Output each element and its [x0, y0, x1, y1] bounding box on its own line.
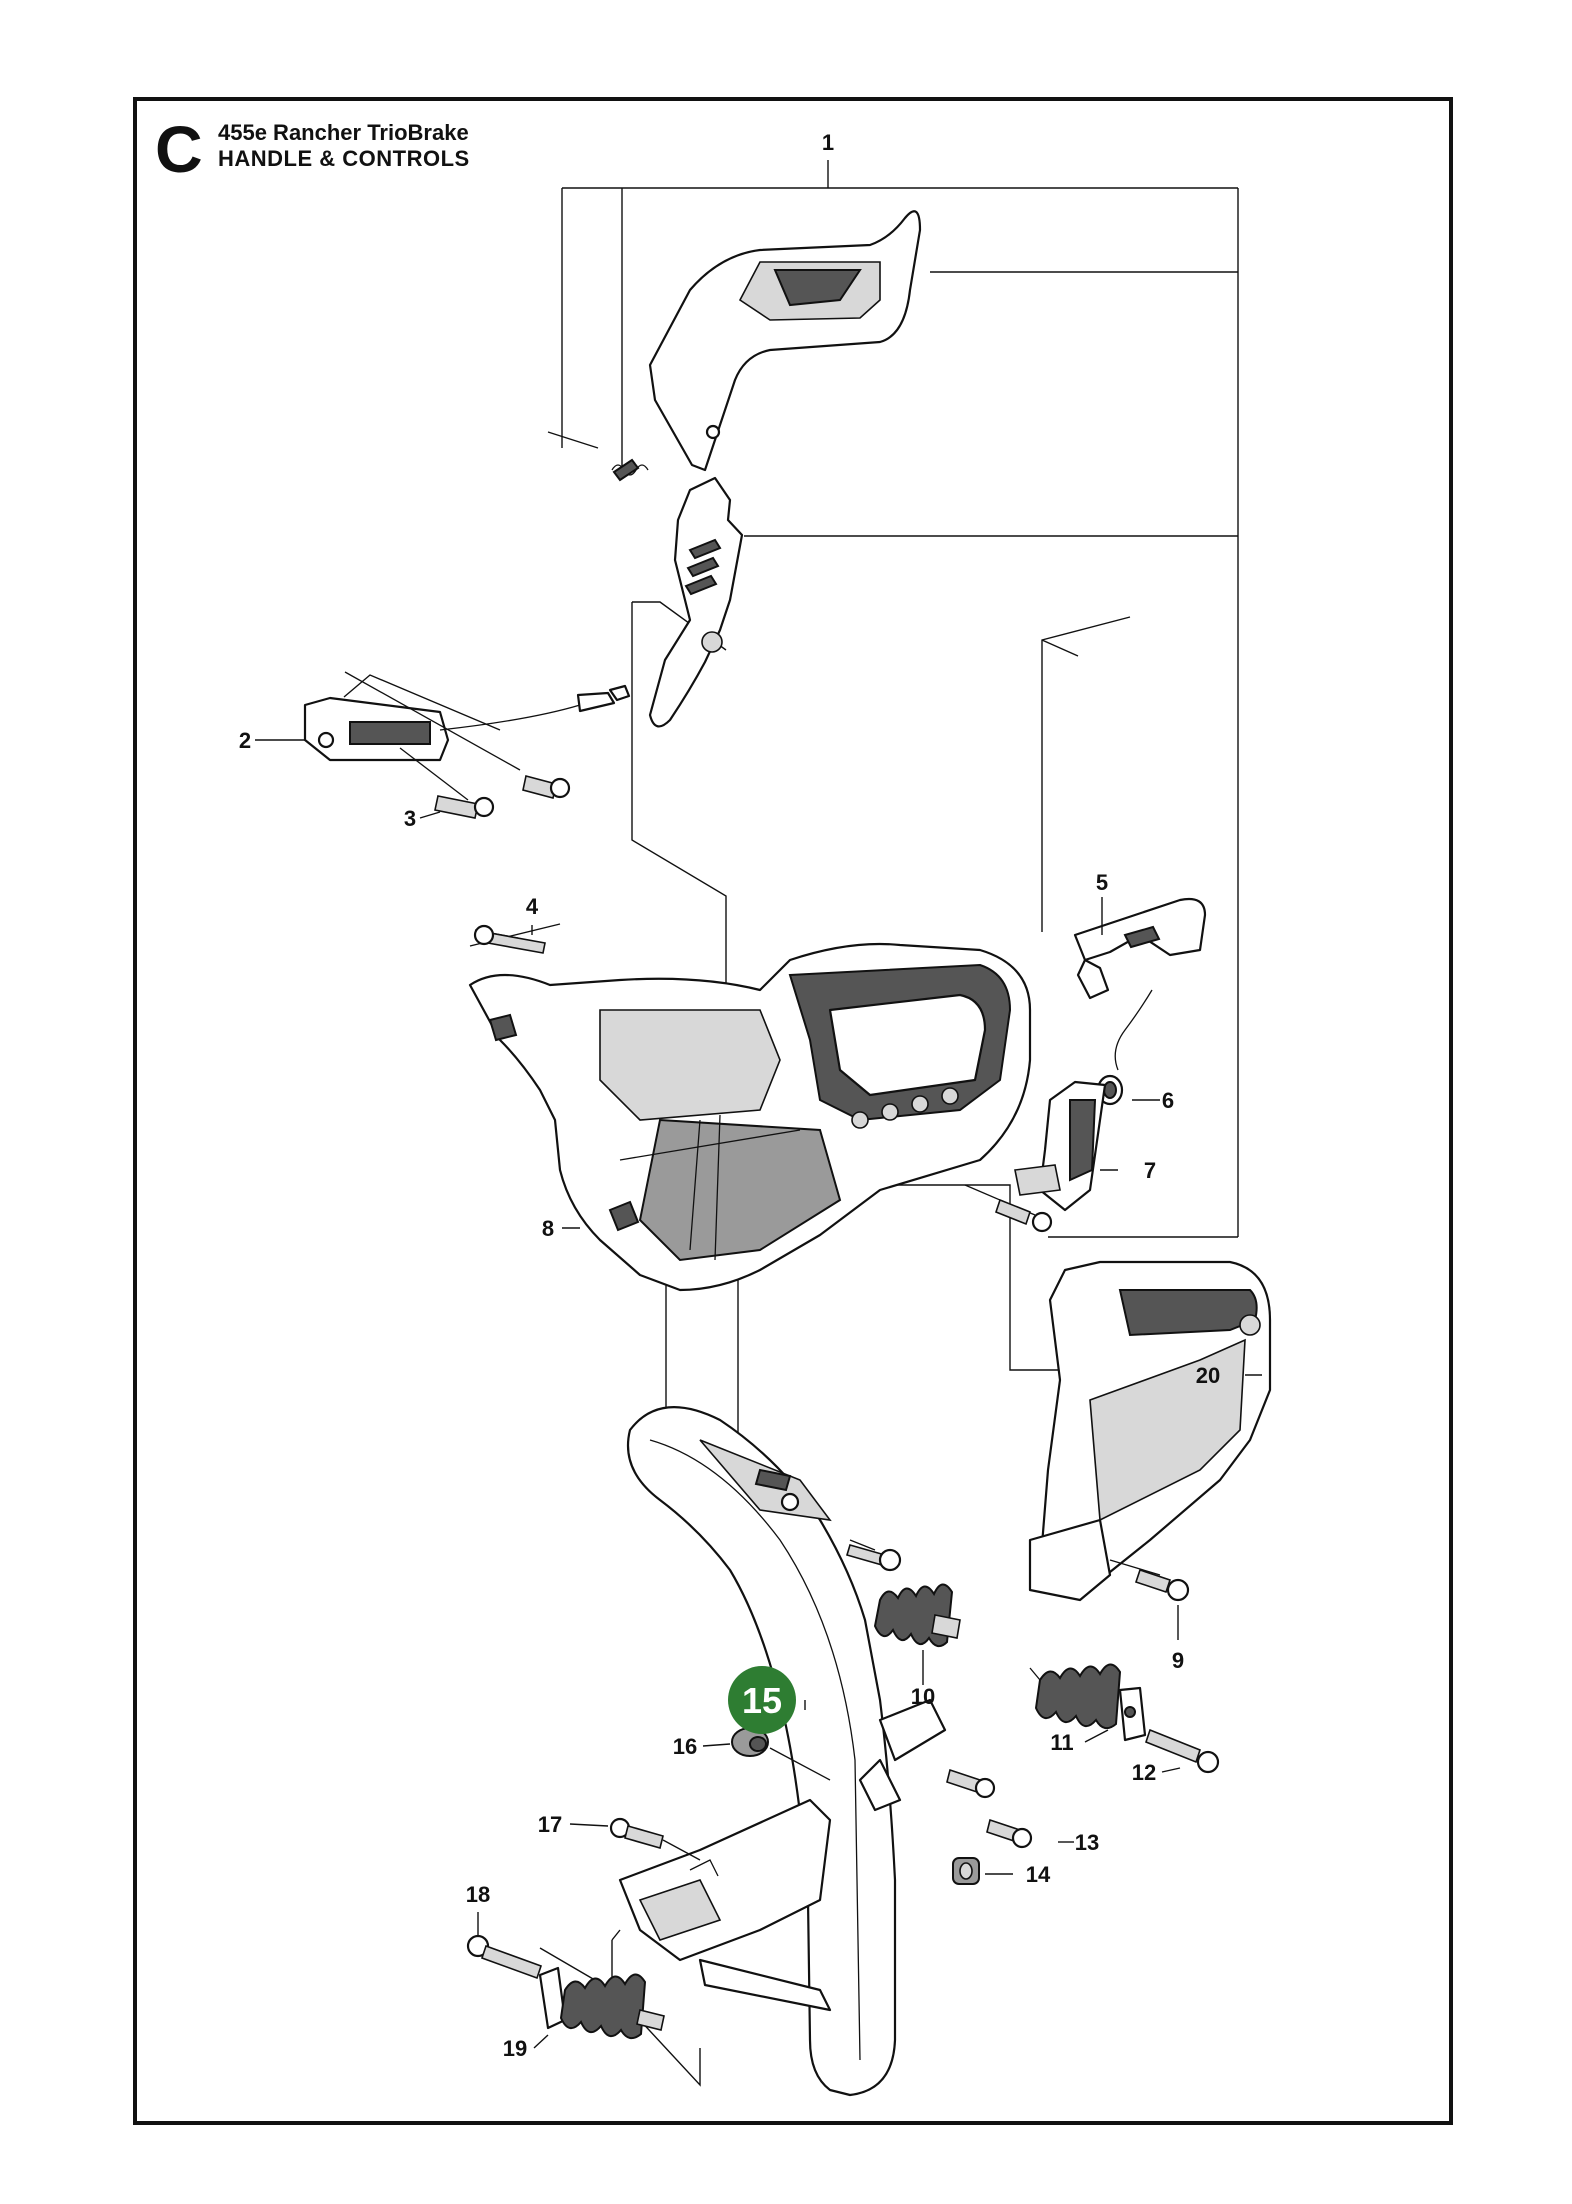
part-screw-housing — [964, 1184, 1053, 1233]
callout-3: 3 — [404, 806, 416, 831]
part-handle-bracket — [618, 1698, 947, 2012]
part-throttle-trigger — [648, 476, 744, 728]
callout-14: 14 — [1026, 1862, 1051, 1887]
callout-6: 6 — [1162, 1088, 1174, 1113]
callout-5: 5 — [1096, 870, 1108, 895]
callout-19: 19 — [503, 2036, 527, 2061]
part-av-spring-11 — [1029, 1663, 1147, 1742]
part-pin-17 — [609, 1817, 719, 1877]
part-spring-6 — [1096, 989, 1153, 1106]
part-screw-13 — [946, 1768, 1033, 1849]
part-screw-12 — [1145, 1728, 1220, 1774]
callout-1: 1 — [822, 130, 834, 155]
callout-15: 15 — [742, 1680, 782, 1721]
section-subtitle: HANDLE & CONTROLS — [218, 146, 470, 171]
callout-9: 9 — [1172, 1648, 1184, 1673]
callout-12: 12 — [1132, 1760, 1156, 1785]
callout-17: 17 — [538, 1812, 562, 1837]
part-switch — [303, 684, 631, 762]
callout-18: 18 — [466, 1882, 490, 1907]
diagram-frame — [133, 97, 1453, 2125]
part-av-spring-10 — [846, 1539, 961, 1648]
callout-labels: 1 2 3 4 5 6 7 8 9 10 11 12 13 14 16 17 1… — [239, 130, 1220, 2061]
callout-11: 11 — [1050, 1730, 1073, 1755]
part-pin-spring — [547, 431, 649, 482]
part-front-handle — [626, 1406, 897, 2097]
section-letter: C — [155, 112, 203, 186]
part-top-handle — [648, 210, 922, 472]
part-screw-18 — [466, 1934, 543, 1980]
part-bushing-16 — [731, 1727, 831, 1781]
part-rear-housing — [468, 942, 1032, 1292]
part-nut-14 — [952, 1857, 980, 1885]
callout-8: 8 — [542, 1216, 554, 1241]
part-stop-switch — [1014, 1080, 1107, 1212]
highlighted-callout-15[interactable]: 15 — [728, 1666, 796, 1734]
part-av-spring-19 — [538, 1966, 665, 2040]
callout-2: 2 — [239, 728, 251, 753]
callout-4: 4 — [526, 894, 539, 919]
callout-10: 10 — [911, 1684, 935, 1709]
callout-13: 13 — [1075, 1830, 1099, 1855]
part-screw-3 — [399, 747, 495, 819]
part-screw-4 — [473, 924, 546, 954]
callout-20: 20 — [1196, 1363, 1220, 1388]
callout-leaders — [255, 739, 1262, 2049]
callout-7: 7 — [1144, 1158, 1156, 1183]
part-side-cover — [1028, 1260, 1272, 1602]
model-title: 455e Rancher TrioBrake — [218, 120, 469, 145]
part-screw-9 — [1109, 1559, 1190, 1602]
callout-16: 16 — [673, 1734, 697, 1759]
part-screw-2 — [344, 671, 571, 799]
assembly-lines — [343, 160, 1239, 2087]
part-throttle-lockout — [1073, 897, 1207, 1000]
